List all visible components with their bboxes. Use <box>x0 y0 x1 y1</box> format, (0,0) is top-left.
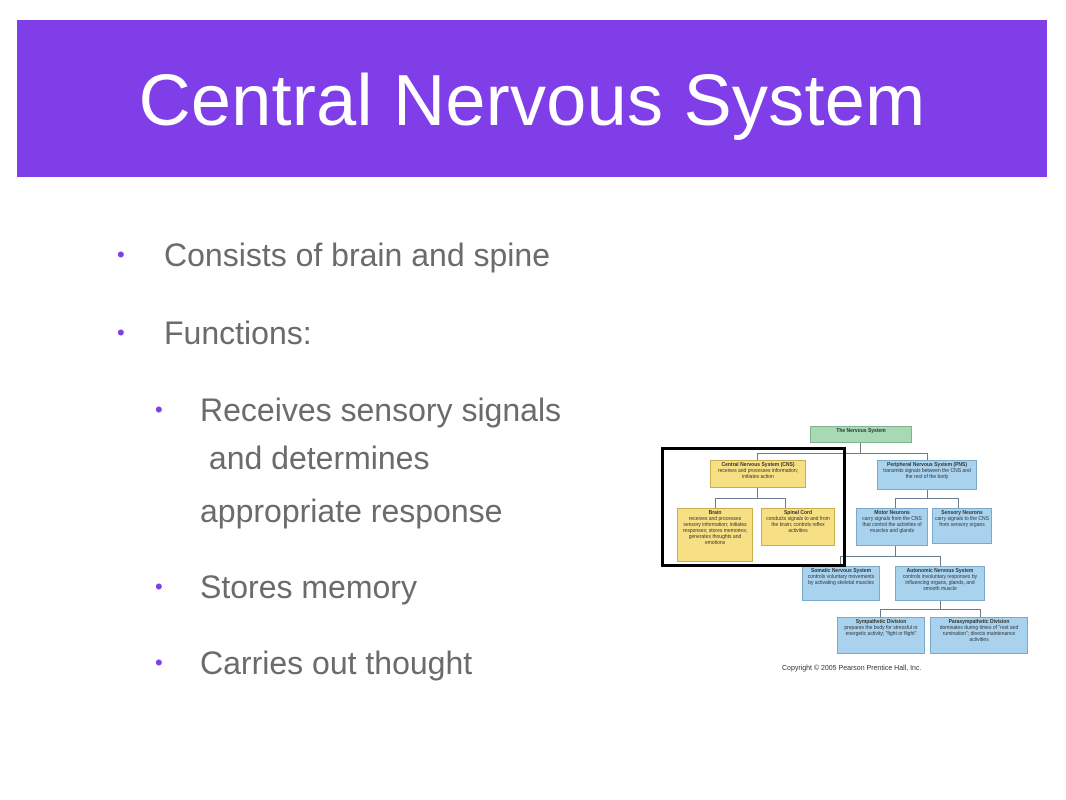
connector <box>895 498 896 508</box>
node-sensory-neurons: Sensory Neurons carry signals to the CNS… <box>932 508 992 544</box>
node-desc: receives and processes information; init… <box>717 468 799 480</box>
sub-bullet-item: Stores memory <box>200 569 417 605</box>
sub-bullet-dot: • <box>155 397 163 422</box>
node-title: The Nervous System <box>836 428 886 434</box>
connector <box>757 453 758 460</box>
connector <box>840 556 940 557</box>
connector <box>940 556 941 566</box>
node-desc: controls voluntary movements by activati… <box>807 574 875 586</box>
sub-bullet-dot: • <box>155 650 163 675</box>
connector <box>840 556 841 566</box>
connector <box>757 488 758 498</box>
node-title: Central Nervous System (CNS) <box>721 462 795 468</box>
connector <box>860 443 861 453</box>
sub-bullet-item: Receives sensory signals <box>200 392 562 428</box>
node-spinal-cord: Spinal Cord conducts signals to and from… <box>761 508 835 546</box>
node-cns: Central Nervous System (CNS) receives an… <box>710 460 806 488</box>
bullet-item: Functions: <box>164 315 312 351</box>
slide-title: Central Nervous System <box>138 61 926 141</box>
sub-bullet-dot: • <box>155 574 163 599</box>
node-desc: conducts signals to and from the brain; … <box>766 516 830 534</box>
connector <box>880 609 980 610</box>
connector <box>958 498 959 508</box>
connector <box>785 498 786 508</box>
node-desc: carry signals to the CNS from sensory or… <box>935 516 989 528</box>
copyright-note: Copyright © 2005 Pearson Prentice Hall, … <box>782 665 922 672</box>
node-autonomic: Autonomic Nervous System controls involu… <box>895 566 985 601</box>
connector <box>927 453 928 460</box>
node-title: Sensory Neurons <box>941 510 983 516</box>
node-brain: Brain receives and processes sensory inf… <box>677 508 753 562</box>
sub-bullet-item: Carries out thought <box>200 645 473 681</box>
connector <box>980 609 981 617</box>
node-title: Motor Neurons <box>874 510 910 516</box>
sub-bullet-item-cont: and determines <box>200 440 430 476</box>
node-title: Spinal Cord <box>783 510 813 516</box>
connector <box>927 490 928 498</box>
node-pns: Peripheral Nervous System (PNS) transmit… <box>877 460 977 490</box>
node-desc: dominates during times of "rest and rumi… <box>939 625 1019 643</box>
node-title: Sympathetic Division <box>855 619 907 625</box>
bullet-item: Consists of brain and spine <box>164 237 550 273</box>
bullet-dot: • <box>117 320 125 345</box>
connector <box>895 546 896 556</box>
node-sympathetic: Sympathetic Division prepares the body f… <box>837 617 925 654</box>
node-desc: carry signals from the CNS that control … <box>862 516 922 534</box>
node-desc: receives and processes sensory informati… <box>682 516 748 546</box>
connector <box>940 601 941 609</box>
connector <box>880 609 881 617</box>
node-desc: transmits signals between the CNS and th… <box>883 468 971 480</box>
bullet-dot: • <box>117 242 125 267</box>
node-title: Peripheral Nervous System (PNS) <box>886 462 968 468</box>
node-desc: controls involuntary responses by influe… <box>902 574 978 592</box>
connector <box>715 498 716 508</box>
node-title: Parasympathetic Division <box>948 619 1010 625</box>
connector <box>895 498 958 499</box>
cns-highlight-frame <box>661 447 846 567</box>
sub-bullet-item-cont: appropriate response <box>200 493 503 529</box>
connector <box>757 453 927 454</box>
node-somatic: Somatic Nervous System controls voluntar… <box>802 566 880 601</box>
node-parasympathetic: Parasympathetic Division dominates durin… <box>930 617 1028 654</box>
node-title: Autonomic Nervous System <box>906 568 974 574</box>
node-motor-neurons: Motor Neurons carry signals from the CNS… <box>856 508 928 546</box>
node-desc: prepares the body for stressful or energ… <box>844 625 918 637</box>
node-title: Somatic Nervous System <box>810 568 872 574</box>
node-title: Brain <box>708 510 722 516</box>
connector <box>715 498 785 499</box>
node-nervous-system: The Nervous System <box>810 426 912 443</box>
title-bar: Central Nervous System <box>17 20 1047 177</box>
